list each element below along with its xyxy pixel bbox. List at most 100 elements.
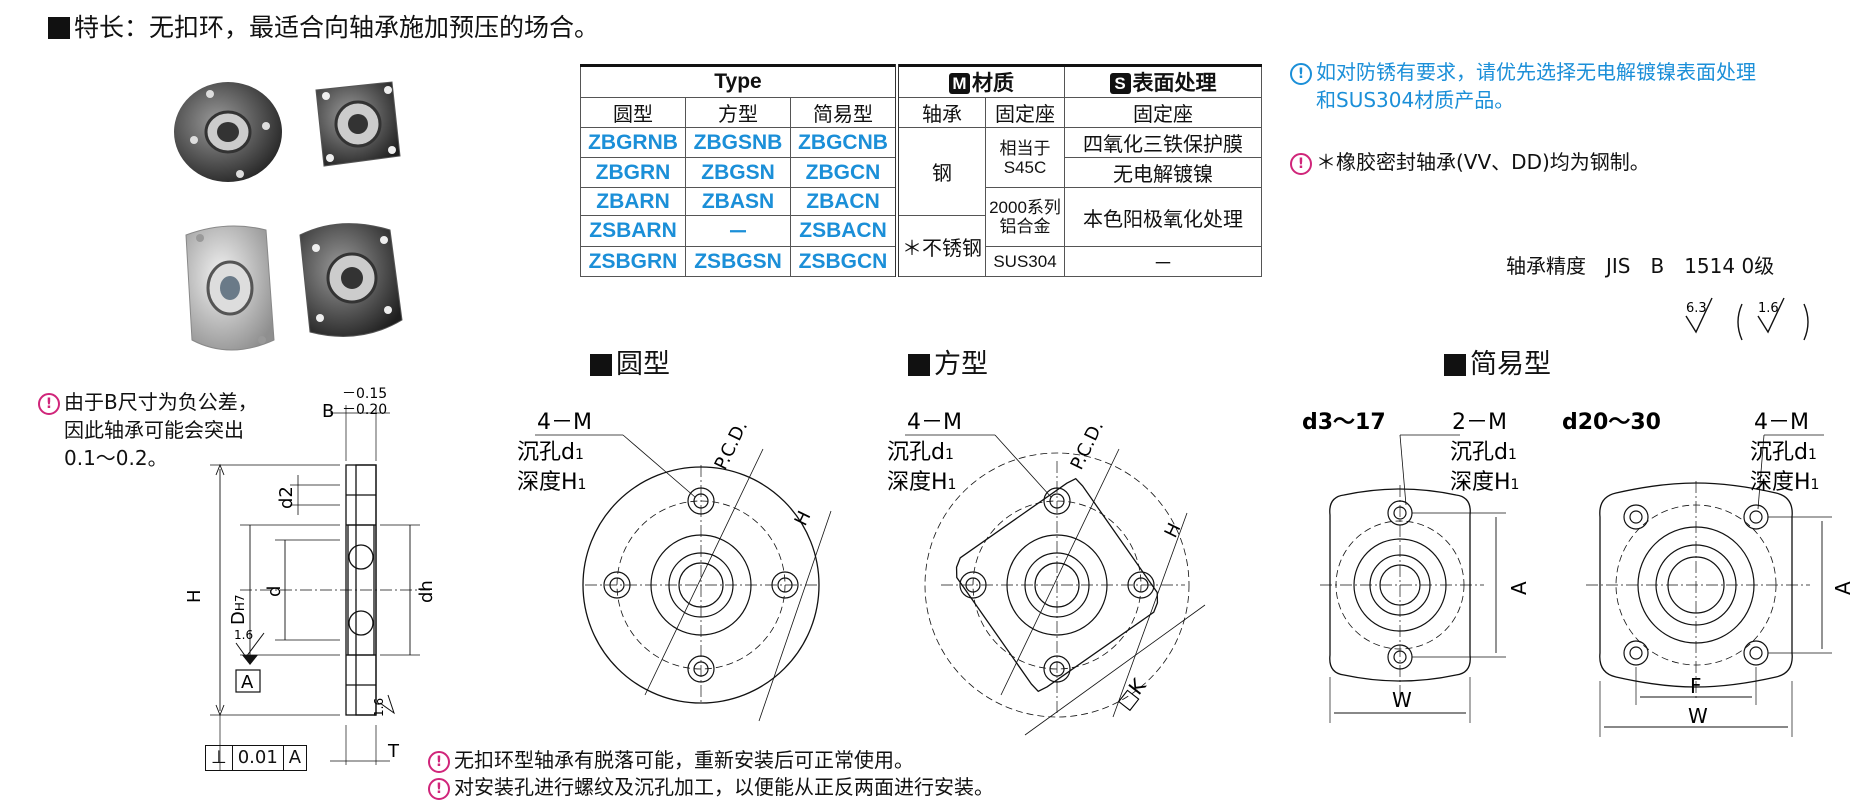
simple-holder-photo-dark: [299, 223, 403, 337]
roughness-value: 1.6: [234, 628, 253, 642]
seat-aluminium: 2000系列铝合金: [985, 187, 1065, 247]
square-type-drawing: 4－M 沉孔d1 深度H1 P.C.D. H □K: [887, 410, 1206, 736]
precision-note: 轴承精度 JIS B 1514 0级: [1506, 254, 1775, 278]
callout-depth: 深度H1: [1750, 470, 1819, 495]
thread-note: !对安装孔进行螺纹及沉孔加工，以便能从正反两面进行安装。: [428, 773, 994, 801]
size-range-small: d3～17: [1302, 410, 1386, 435]
dim-d: d: [264, 586, 285, 597]
rubber-note: !＊橡胶密封轴承(VV、DD)均为钢制。: [1290, 148, 1650, 176]
type-code: ZBASN: [685, 187, 791, 216]
type-code: ZSBACN: [790, 215, 898, 247]
callout-depth: 深度H1: [1450, 470, 1519, 495]
surface-3: 本色阳极氧化处理: [1064, 187, 1262, 247]
product-photos: [174, 81, 403, 351]
cross-section-drawing: A H DH7 d d2 dh B －0.15 －0.20 T 1.6 1.6: [184, 386, 437, 770]
table-row: ZSBGRN ZSBGSN ZSBGCN SUS304 －: [580, 246, 1262, 277]
type-header: Type: [580, 64, 898, 98]
dim-d2: d2: [276, 486, 297, 509]
type-code: ZBGRN: [580, 157, 686, 188]
callout-4M: 4－M: [1754, 410, 1809, 435]
dim-B-lower-tol: －0.20: [342, 402, 387, 418]
dim-A: A: [1507, 581, 1531, 595]
note-icon: !: [1290, 153, 1312, 175]
section-round: 圆型: [590, 342, 670, 381]
dim-F: F: [1690, 674, 1702, 698]
callout-depth: 深度H1: [517, 470, 586, 495]
type-code: ZSBGRN: [580, 246, 686, 277]
retain-note: !无扣环型轴承有脱落可能，重新安装后可正常使用。: [428, 746, 914, 774]
dim-T: T: [387, 741, 400, 762]
dim-H: H: [184, 589, 205, 603]
type-code: ZBGSN: [685, 157, 791, 188]
b-tolerance-note: !由于B尺寸为负公差， 因此轴承可能会突出 0.1～0.2。: [38, 388, 258, 472]
dim-A: A: [1831, 581, 1855, 595]
dim-pcd: P.C.D.: [1067, 418, 1109, 474]
lightbulb-icon: !: [1290, 63, 1312, 85]
callout-counterbore: 沉孔d1: [1750, 440, 1817, 465]
perpendicular-value: 0.01: [233, 746, 284, 770]
type-code: ZBARN: [580, 187, 686, 216]
roughness-value: 1.6: [372, 698, 386, 717]
dim-K: □K: [1112, 673, 1151, 714]
roughness-symbols: 6.3 1.6: [1685, 297, 1809, 341]
callout-counterbore: 沉孔d1: [1450, 440, 1517, 465]
size-range-large: d20～30: [1562, 410, 1661, 435]
rust-note: !如对防锈有要求，请优先选择无电解镀镍表面处理 和SUS304材质产品。: [1290, 58, 1756, 114]
perpendicular-ref: A: [288, 747, 302, 768]
dim-dh: dh: [416, 580, 437, 603]
type-code: ZBGRNB: [580, 127, 686, 158]
round-type-drawing: 4－M 沉孔d1 深度H1 P.C.D. H: [517, 410, 832, 722]
surface-2: 无电解镀镍: [1064, 157, 1262, 188]
table-row: ZSBARN － ZSBACN ＊不锈钢: [580, 215, 1262, 277]
surface-1: 四氧化三铁保护膜: [1064, 127, 1262, 158]
section-simple: 简易型: [1444, 342, 1551, 381]
roughness-check-icon: [1685, 297, 1713, 334]
type-code: ZBGSNB: [685, 127, 791, 158]
type-code: ZSBGCN: [790, 246, 898, 277]
callout-counterbore: 沉孔d1: [887, 440, 954, 465]
round-holder-photo: [174, 82, 282, 182]
note-icon: !: [428, 751, 450, 773]
perpendicularity-frame: ⊥ 0.01 A: [205, 745, 308, 771]
dim-B-upper-tol: －0.15: [342, 386, 387, 402]
col-seat: 固定座: [985, 97, 1065, 128]
simple-holder-photo-light: [185, 225, 275, 351]
section-square: 方型: [908, 342, 988, 381]
square-holder-photo: [315, 81, 401, 167]
type-code: －: [685, 215, 791, 247]
table-subheader-row: 圆型 方型 简易型 轴承 固定座 固定座: [580, 97, 1262, 128]
seat-sus: SUS304: [985, 246, 1065, 277]
roughness-value: 1.6: [1758, 301, 1779, 316]
table-row: ZBGRN ZBGSN ZBGCN 无电解镀镍: [580, 157, 1262, 188]
col-simple: 简易型: [790, 97, 898, 128]
bearing-steel: 钢: [895, 127, 986, 216]
callout-2M: 2－M: [1452, 410, 1507, 435]
datum-label: A: [241, 672, 254, 693]
dim-H: H: [791, 508, 816, 529]
col-surface-seat: 固定座: [1064, 97, 1262, 128]
roughness-value: 6.3: [1686, 301, 1707, 316]
col-round: 圆型: [580, 97, 686, 128]
surface-badge: S: [1109, 73, 1131, 94]
type-code: ZSBGSN: [685, 246, 791, 277]
type-code: ZBGCNB: [790, 127, 898, 158]
roughness-check-icon: [1757, 297, 1785, 334]
col-square: 方型: [685, 97, 791, 128]
dim-W: W: [1688, 704, 1708, 728]
surface-4: －: [1064, 246, 1262, 277]
type-code: ZSBARN: [580, 215, 686, 247]
headline: 特长：无扣环，最适合向轴承施加预压的场合。: [48, 8, 599, 44]
type-code: ZBGCN: [790, 157, 898, 188]
type-code: ZBACN: [790, 187, 898, 216]
callout-4M: 4－M: [537, 410, 592, 435]
callout-depth: 深度H1: [887, 470, 956, 495]
simple-type-drawing-large: d20～30 4－M 沉孔d1 深度H1 A F W: [1562, 410, 1855, 737]
perpendicular-icon: ⊥: [206, 746, 233, 770]
datum-triangle-icon: [242, 655, 258, 665]
note-icon: !: [38, 393, 60, 415]
